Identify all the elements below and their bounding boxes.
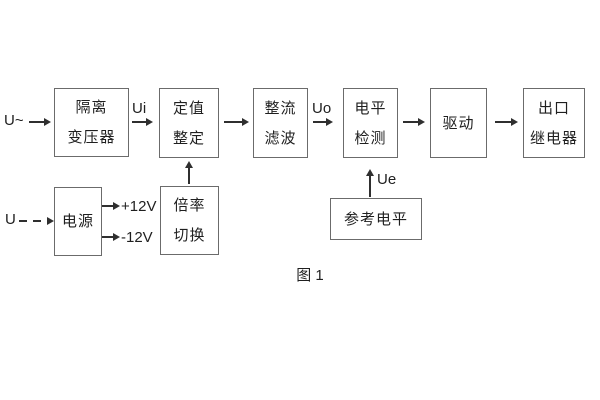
arrow-right-icon-minus-12v — [102, 236, 113, 238]
figure-caption: 图 1 — [296, 267, 324, 284]
arrow-right-icon-drive-to-relay — [495, 121, 511, 123]
block-label: 整定 — [172, 129, 205, 147]
arrow-right-icon-plus-12v — [102, 205, 113, 207]
arrow-right-icon-uo — [313, 121, 326, 123]
block-label: 整流 — [264, 99, 297, 117]
signal-label-ue: Ue — [377, 171, 397, 188]
block-power-supply: 电源 — [54, 187, 102, 256]
block-label: 继电器 — [529, 129, 578, 147]
signal-label-ui: Ui — [132, 100, 147, 117]
arrow-up-icon-ratio-to-setting — [188, 168, 190, 184]
block-label: 滤波 — [264, 129, 297, 147]
block-label: 参考电平 — [343, 210, 408, 228]
arrow-up-icon-ue-reference — [369, 176, 371, 197]
block-value-setting: 定值 整定 — [159, 88, 219, 158]
block-label: 电平 — [354, 99, 387, 117]
block-label: 出口 — [537, 99, 570, 117]
arrow-right-icon-ac-input — [29, 121, 44, 123]
arrow-right-icon-detection-to-drive — [403, 121, 418, 123]
block-label: 切换 — [173, 227, 206, 244]
block-reference-level: 参考电平 — [330, 198, 422, 240]
block-rectifier-filter: 整流 滤波 — [253, 88, 308, 158]
block-label: 驱动 — [442, 114, 475, 132]
arrow-right-icon-setting-to-rectifier — [224, 121, 242, 123]
block-output-relay: 出口 继电器 — [523, 88, 585, 158]
signal-label-ac-input: U~ — [4, 112, 24, 129]
block-label: 变压器 — [67, 129, 116, 146]
signal-label-plus-12v: +12V — [121, 198, 157, 215]
block-label: 隔离 — [75, 99, 108, 116]
block-ratio-switch: 倍率 切换 — [160, 186, 219, 255]
block-label: 倍率 — [173, 197, 206, 214]
signal-label-dc-input: U — [5, 211, 16, 228]
signal-label-uo: Uo — [312, 100, 332, 117]
block-label: 定值 — [172, 99, 205, 117]
signal-label-minus-12v: -12V — [121, 229, 153, 246]
block-label: 检测 — [354, 129, 387, 147]
arrow-right-icon-ui — [132, 121, 146, 123]
block-label: 电源 — [61, 213, 94, 230]
block-drive: 驱动 — [430, 88, 487, 158]
block-level-detection: 电平 检测 — [343, 88, 398, 158]
block-isolation-transformer: 隔离 变压器 — [54, 88, 129, 157]
arrow-right-dashed-icon-dc-input — [19, 220, 47, 222]
